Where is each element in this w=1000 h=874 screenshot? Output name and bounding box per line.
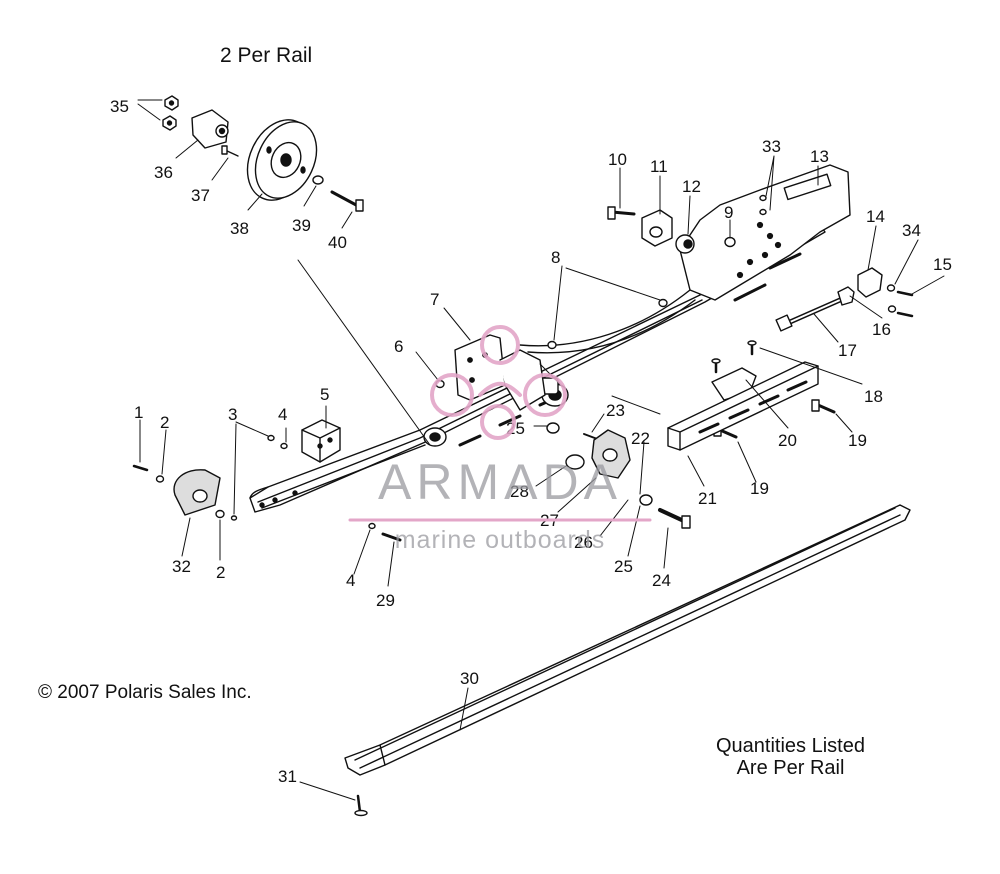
part-21-slider bbox=[667, 361, 819, 451]
callout-19b: 19 bbox=[750, 479, 769, 498]
watermark-subtitle: marine outboards bbox=[394, 526, 606, 554]
callout-10: 10 bbox=[608, 150, 627, 169]
callout-20: 20 bbox=[778, 431, 797, 450]
callout-14: 14 bbox=[866, 207, 885, 226]
callout-39: 39 bbox=[292, 216, 311, 235]
quantities-line-1: Quantities Listed bbox=[716, 735, 865, 757]
callout-9: 9 bbox=[724, 203, 733, 222]
callout-22: 22 bbox=[631, 429, 650, 448]
callout-6: 6 bbox=[394, 337, 403, 356]
callout-23: 23 bbox=[606, 401, 625, 420]
leader-lines bbox=[137, 99, 945, 801]
callout-3: 3 bbox=[228, 405, 237, 424]
callout-21: 21 bbox=[698, 489, 717, 508]
part-36-bracket bbox=[191, 109, 229, 149]
watermark-flower-logo bbox=[430, 325, 567, 440]
callout-16: 16 bbox=[872, 320, 891, 339]
rail-assembly bbox=[249, 164, 851, 513]
part-5-block bbox=[301, 419, 341, 463]
part-32-end-cap bbox=[173, 469, 221, 516]
callout-33: 33 bbox=[762, 137, 781, 156]
callout-24: 24 bbox=[652, 571, 671, 590]
callout-1: 1 bbox=[134, 403, 143, 422]
callout-11: 11 bbox=[650, 157, 668, 176]
watermark-brand: ARMADA bbox=[378, 454, 622, 510]
callout-7: 7 bbox=[430, 290, 439, 309]
callout-32: 32 bbox=[172, 557, 191, 576]
part-35-nuts bbox=[162, 95, 179, 131]
washers-nuts bbox=[155, 194, 897, 530]
callout-29: 29 bbox=[376, 591, 395, 610]
parts-14-16 bbox=[837, 267, 883, 306]
callout-2a: 2 bbox=[160, 413, 169, 432]
callout-15: 15 bbox=[933, 255, 952, 274]
callout-31: 31 bbox=[278, 767, 297, 786]
callout-28: 28 bbox=[510, 482, 529, 501]
quantities-note: Quantities Listed Are Per Rail bbox=[716, 735, 865, 779]
quantities-line-2: Are Per Rail bbox=[736, 757, 845, 779]
callout-34: 34 bbox=[902, 221, 921, 240]
per-rail-note: 2 Per Rail bbox=[220, 44, 313, 67]
part-30-wear-strip bbox=[344, 504, 911, 776]
callout-30: 30 bbox=[460, 669, 479, 688]
parts-11-12 bbox=[641, 209, 695, 254]
callout-5: 5 bbox=[320, 385, 329, 404]
callout-4b: 4 bbox=[346, 571, 355, 590]
copyright-note: © 2007 Polaris Sales Inc. bbox=[38, 682, 252, 703]
callout-35: 35 bbox=[110, 97, 129, 116]
callout-13: 13 bbox=[810, 147, 829, 166]
callout-19a: 19 bbox=[848, 431, 867, 450]
callout-26: 26 bbox=[574, 533, 593, 552]
callout-numbers: 35 36 37 38 39 40 10 11 12 9 33 13 14 34… bbox=[110, 97, 952, 786]
part-38-wheel bbox=[246, 119, 318, 201]
parts-27-28-hub bbox=[565, 429, 631, 479]
callout-17: 17 bbox=[838, 341, 857, 360]
callout-18: 18 bbox=[864, 387, 883, 406]
callout-25b: 25 bbox=[614, 557, 633, 576]
callout-36: 36 bbox=[154, 163, 173, 182]
callout-38: 38 bbox=[230, 219, 249, 238]
callout-2b: 2 bbox=[216, 563, 225, 582]
callout-4a: 4 bbox=[278, 405, 287, 424]
callout-12: 12 bbox=[682, 177, 701, 196]
callout-8: 8 bbox=[551, 248, 560, 267]
callout-37: 37 bbox=[191, 186, 210, 205]
callout-40: 40 bbox=[328, 233, 347, 252]
